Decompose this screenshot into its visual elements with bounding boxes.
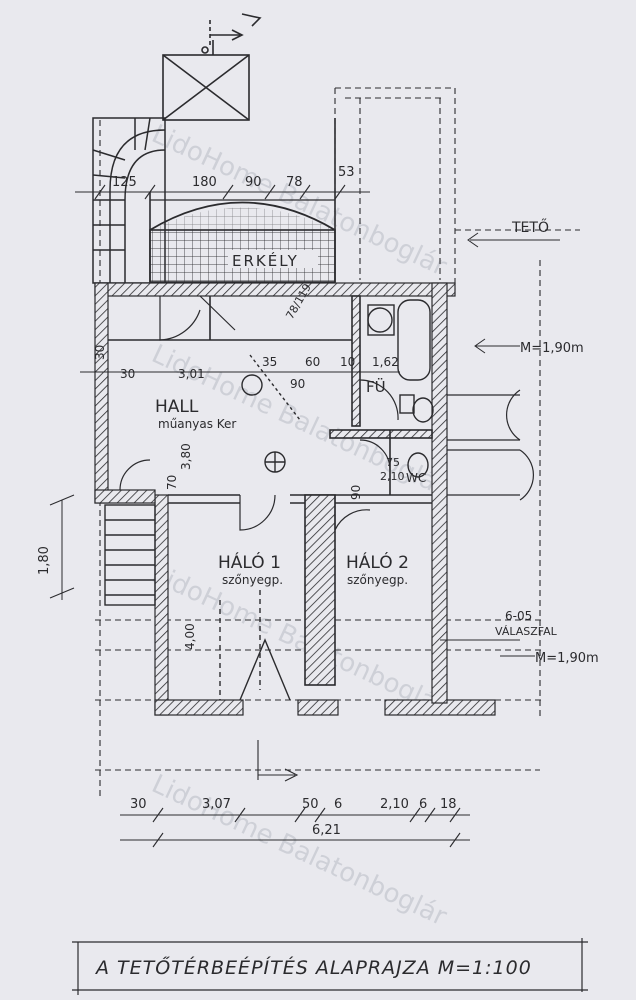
bottom-dim-label: 50 bbox=[302, 797, 319, 812]
hall-label: HALL bbox=[155, 397, 199, 417]
bottom-dim-label: 18 bbox=[440, 797, 457, 812]
top-structure bbox=[162, 13, 262, 121]
top-dimension-chain bbox=[75, 184, 370, 200]
inner-dim-label: 30 bbox=[93, 345, 107, 360]
bathroom-label: FÜ bbox=[366, 377, 386, 396]
watermark-text: LidoHome Balatonboglár bbox=[147, 769, 451, 932]
top-dim-label: 180 bbox=[192, 175, 217, 190]
inner-dimension-labels: 35 60 10 1,62 30 3,01 90 70 30 75 2,10 9… bbox=[80, 345, 405, 650]
top-dim-label: 125 bbox=[112, 175, 137, 190]
balcony: ERKÉLY bbox=[149, 118, 336, 283]
inner-dim-label: 3,01 bbox=[178, 367, 205, 381]
outer-walls bbox=[94, 282, 496, 716]
inner-dim-label: 70 bbox=[165, 475, 179, 490]
wall-note-code: 6-05 bbox=[505, 609, 532, 623]
ceiling-dimension: 3,80 bbox=[179, 443, 193, 470]
bottom-dim-label: 6 bbox=[334, 797, 342, 812]
wc-label: WC bbox=[406, 471, 426, 485]
height-note-top: M=1,90m bbox=[520, 341, 584, 356]
inner-dim-label: 10 bbox=[340, 355, 355, 369]
top-dim-label: 78 bbox=[286, 175, 303, 190]
inner-dim-label: 90 bbox=[290, 377, 305, 391]
inner-dim-label: 2,10 bbox=[380, 470, 405, 483]
door-swings bbox=[119, 295, 534, 531]
bottom-dimension-labels: 30 3,07 50 6 2,10 6 18 6,21 bbox=[130, 797, 457, 838]
wall-note-text: VÁLASZFAL bbox=[495, 625, 558, 638]
room-labels: HALL műanyas Ker FÜ WC HÁLÓ 1 szőnyegp. … bbox=[155, 377, 426, 587]
top-dim-label: 53 bbox=[338, 165, 355, 180]
inner-dim-label: 90 bbox=[349, 485, 363, 500]
bottom-dimension-chain bbox=[95, 740, 540, 848]
inner-dim-label: 60 bbox=[305, 355, 320, 369]
bedroom-1-floor-label: szőnyegp. bbox=[222, 573, 283, 587]
bedroom-1-label: HÁLÓ 1 bbox=[218, 551, 281, 573]
bottom-dim-label: 30 bbox=[130, 797, 147, 812]
roof-label: TETŐ bbox=[511, 218, 549, 236]
inner-dim-label: 35 bbox=[262, 355, 277, 369]
interior-walls bbox=[108, 295, 433, 686]
bottom-dim-label: 6 bbox=[419, 797, 427, 812]
inner-dim-label: 30 bbox=[120, 367, 135, 381]
hall-floor-label: műanyas Ker bbox=[158, 417, 236, 431]
stair-lower bbox=[104, 504, 156, 606]
bottom-total-label: 6,21 bbox=[312, 823, 341, 838]
inner-dim-label: 4,00 bbox=[183, 623, 197, 650]
inner-dim-label: 75 bbox=[386, 456, 400, 469]
side-dimension-180: 1,80 bbox=[37, 546, 52, 575]
balcony-label: ERKÉLY bbox=[232, 251, 299, 270]
inner-dim-label: 1,62 bbox=[372, 355, 399, 369]
drawing-title: A TETŐTÉRBEÉPÍTÉS ALAPRAJZA M=1:100 bbox=[94, 955, 532, 979]
top-dimension-labels: 125 180 90 78 53 bbox=[112, 165, 355, 190]
bedroom-2-label: HÁLÓ 2 bbox=[346, 551, 409, 573]
top-dim-label: 90 bbox=[245, 175, 262, 190]
bottom-dim-label: 3,07 bbox=[202, 797, 231, 812]
bedroom-2-floor-label: szőnyegp. bbox=[347, 573, 408, 587]
height-note-right: M=1,90m bbox=[535, 651, 599, 666]
title-block: A TETŐTÉRBEÉPÍTÉS ALAPRAJZA M=1:100 bbox=[72, 938, 588, 995]
bathroom-fixtures bbox=[367, 299, 434, 478]
bottom-dim-label: 2,10 bbox=[380, 797, 409, 812]
hall-features bbox=[219, 354, 301, 701]
